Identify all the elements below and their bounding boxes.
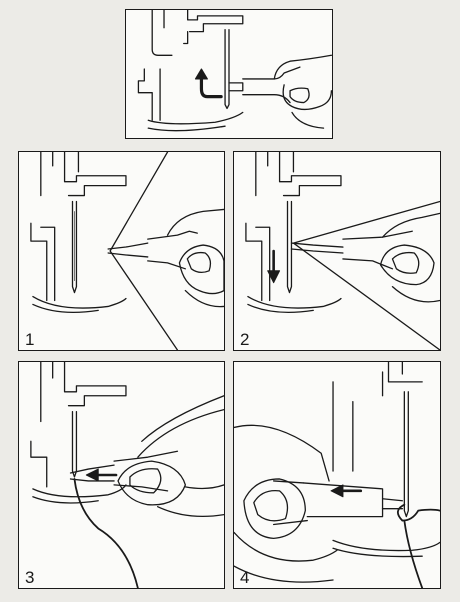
magnifier-wedge — [293, 202, 440, 351]
finger — [381, 245, 434, 285]
needle — [72, 412, 76, 477]
step-2-panel: 2 — [233, 151, 441, 351]
arrow-left-icon — [86, 469, 116, 481]
finger-nail — [130, 469, 161, 493]
step-3-panel: 3 — [18, 361, 225, 589]
overview-panel — [125, 9, 333, 139]
finger-nail — [290, 88, 309, 102]
thumb — [138, 410, 224, 458]
bar-stub — [184, 32, 188, 44]
hand-back — [234, 425, 329, 481]
arrow-down-icon — [268, 251, 280, 283]
finger-nail — [392, 253, 418, 274]
curved-arrow-up-icon — [196, 69, 222, 97]
threader-tip — [291, 243, 342, 247]
threader-tip — [383, 499, 403, 501]
threader-tip — [70, 465, 114, 473]
presser-shank — [31, 441, 47, 487]
thumb — [274, 55, 331, 79]
presser-foot — [333, 540, 440, 550]
needle — [72, 202, 76, 293]
threader-hook — [229, 83, 243, 91]
presser-foot — [248, 297, 341, 309]
step-number: 4 — [240, 568, 250, 587]
needle — [288, 202, 292, 293]
threader-body — [148, 231, 198, 239]
thumb — [168, 209, 224, 235]
step-1-illustration — [19, 152, 224, 350]
presser-foot — [33, 297, 126, 309]
presser-shank — [246, 223, 262, 300]
needle-bar — [188, 10, 243, 32]
presser-foot — [148, 112, 243, 123]
needle — [404, 392, 408, 517]
step-4-panel: 4 — [233, 361, 441, 589]
thread — [74, 479, 137, 588]
thread — [398, 505, 440, 521]
needle — [225, 30, 229, 109]
machine-body — [152, 10, 172, 55]
finger — [244, 479, 305, 538]
threader-tip — [108, 243, 148, 249]
arrow-left-icon — [331, 485, 361, 497]
presser-shank — [31, 223, 47, 300]
step-number: 2 — [240, 330, 250, 349]
finger — [283, 85, 331, 110]
magnifier-wedge — [110, 152, 177, 350]
needle-bar — [65, 152, 126, 196]
needle-bar — [280, 152, 341, 196]
threader-body — [114, 451, 177, 461]
step-number: 1 — [25, 330, 35, 349]
threader-body — [343, 231, 412, 239]
step-3-illustration — [19, 362, 224, 588]
presser-foot-b — [148, 126, 225, 131]
thumb — [383, 213, 440, 237]
threader-handle-b — [243, 95, 290, 103]
finger — [179, 245, 224, 294]
threader-handle — [243, 67, 300, 79]
step-1-panel: 1 — [18, 151, 225, 351]
finger-nail — [254, 491, 288, 521]
step-4-illustration — [234, 362, 440, 588]
overview-illustration — [126, 10, 332, 138]
step-number: 3 — [25, 568, 35, 587]
step-2-illustration — [234, 152, 440, 350]
finger — [118, 461, 185, 505]
finger-b — [292, 112, 324, 128]
presser-foot-shank — [138, 69, 152, 120]
thumb-b — [142, 396, 224, 442]
needle-bar — [65, 362, 126, 406]
finger-nail — [187, 253, 210, 273]
needle-bar — [389, 362, 423, 382]
